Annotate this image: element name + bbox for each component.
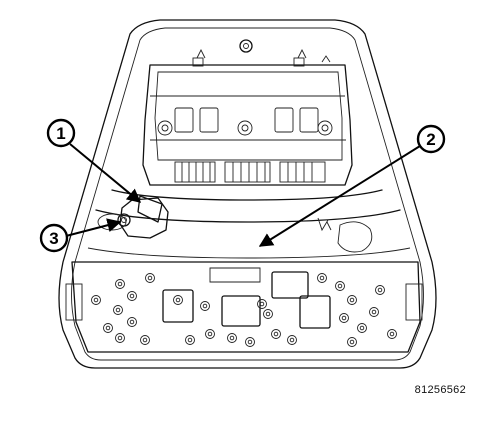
board-hole [115,333,125,343]
board-hole [263,309,273,319]
board-hole [369,307,379,317]
board-hole-center [175,297,181,303]
upper-module [142,39,353,186]
board-hole [173,295,183,305]
board-hole-center [349,297,355,303]
board-hole-center [93,297,99,303]
board-hole [205,329,215,339]
board-hole [245,337,255,347]
leader-line-1 [69,143,142,203]
callout-2: 2 [416,124,446,154]
leader-line-3 [65,218,122,237]
board-hole-center [349,339,355,345]
board-hole [113,305,123,315]
leader-line-2 [258,145,421,247]
board-hole-center [273,331,279,337]
board-hole [317,273,327,283]
board-hole-center [341,315,347,321]
board-hole-center [117,335,123,341]
callout-1: 1 [46,118,76,148]
board-hole [357,323,367,333]
board-hole-center [247,339,253,345]
board-hole-center [147,275,153,281]
board-hole-center [202,303,208,309]
console-housing [58,19,437,369]
board-hole-center [389,331,395,337]
board-hole-center [377,287,383,293]
board-hole [387,329,397,339]
callout-3-label: 3 [49,229,58,248]
board-hole-center [105,325,111,331]
board-hole-center [207,331,213,337]
board-hole [271,329,281,339]
board-hole [347,337,357,347]
board-hole [335,281,345,291]
board-hole-center [142,337,148,343]
board-hole [287,335,297,345]
board-hole [347,295,357,305]
callout-3: 3 [39,223,69,253]
board-hole-center [129,319,135,325]
board-hole-center [129,293,135,299]
callout-1-label: 1 [56,124,65,143]
board-hole-center [371,309,377,315]
circuit-board-panel [65,261,423,353]
board-hole [185,335,195,345]
board-hole [127,291,137,301]
board-hole-center [337,283,343,289]
board-hole [127,317,137,327]
board-hole [257,299,267,309]
callout-2-label: 2 [426,130,435,149]
figure-id: 81256562 [415,384,466,396]
board-hole-center [117,281,123,287]
board-hole [145,273,155,283]
board-hole-center [115,307,121,313]
board-hole [339,313,349,323]
board-hole-center [319,275,325,281]
board-hole-center [259,301,265,307]
board-hole-center [229,335,235,341]
board-hole [115,279,125,289]
board-hole-center [289,337,295,343]
board-hole-center [359,325,365,331]
board-hole-center [265,311,271,317]
board-hole-center [187,337,193,343]
board-hole [375,285,385,295]
board-hole [140,335,150,345]
board-hole [103,323,113,333]
board-hole [200,301,210,311]
board-hole [227,333,237,343]
board-hole [91,295,101,305]
